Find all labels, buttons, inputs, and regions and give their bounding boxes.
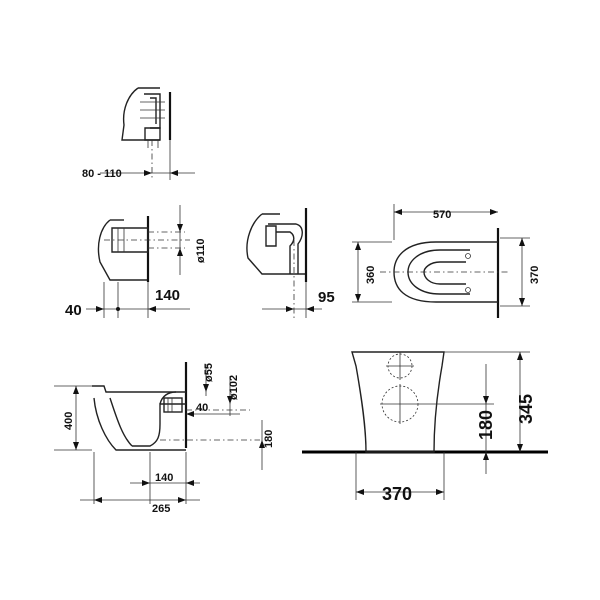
dim-plan-length: 570: [433, 209, 451, 221]
dim-pipe-diameter: ø110: [195, 239, 207, 263]
dim-inlet-diameter-small: ø55: [203, 363, 215, 382]
view-side-horizontal-outlet: ø110 40 140: [65, 205, 207, 319]
dim-bowl-height: 400: [63, 412, 75, 430]
view-side-section: 400 ø55 ø102 40 180 140 265: [54, 362, 275, 515]
dim-front-height-total: 345: [516, 394, 536, 424]
dim-outlet-height: 180: [263, 430, 275, 448]
dim-side-offset: 40: [65, 302, 82, 319]
dim-offset-range: 80 - 110: [82, 168, 122, 180]
view-side-s-trap-95: 95: [246, 208, 335, 318]
dim-plan-width-right: 370: [529, 266, 541, 284]
dim-inlet-offset: 40: [196, 402, 208, 414]
view-front: 180 345 370: [302, 351, 548, 504]
dim-wall-offset: 95: [318, 289, 335, 306]
dim-front-height-outlet: 180: [476, 410, 496, 440]
view-side-s-trap: 80 - 110: [82, 87, 195, 180]
dim-total-depth: 265: [152, 503, 170, 515]
dim-inlet-diameter-large: ø102: [228, 375, 240, 400]
dim-plan-width-left: 360: [365, 266, 377, 284]
dim-front-width: 370: [382, 484, 412, 504]
view-plan: 570 360 370: [352, 204, 541, 318]
dim-outlet-distance-1: 140: [155, 287, 180, 304]
dim-outlet-distance-2: 140: [155, 472, 173, 484]
